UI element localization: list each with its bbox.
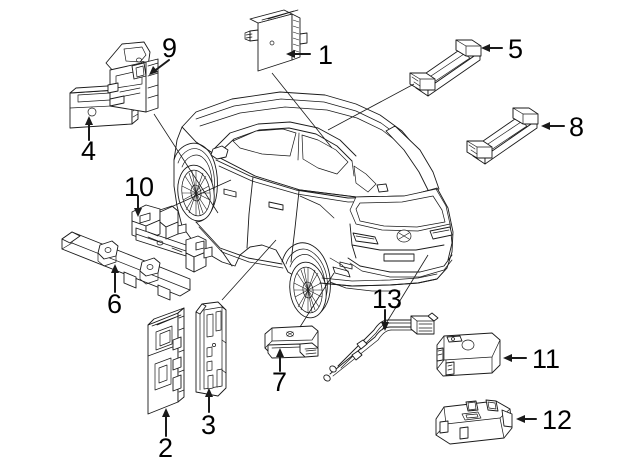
callout-1: 1 [286,40,333,70]
callout-3: 3 [201,388,216,440]
leader-lines [153,72,429,331]
callout-10: 10 [124,172,154,217]
callout-6: 6 [107,264,122,319]
callout-number-4: 4 [81,136,96,166]
part-5-antenna-strip-upper [409,39,482,97]
callout-number-5: 5 [508,34,523,64]
callout-12: 12 [516,405,572,435]
part-2-door-control-unit [147,307,185,415]
part-13-antenna-wiring-harness [323,312,439,382]
callout-7: 7 [272,348,287,397]
callout-number-6: 6 [107,289,122,319]
callout-13: 13 [372,284,402,331]
part-7-relay-unit [264,325,319,359]
callout-number-12: 12 [542,405,572,435]
vehicle-illustration [173,91,454,319]
part-8-antenna-strip-lower [466,107,539,165]
callout-number-7: 7 [272,367,287,397]
part-10-support-frame [131,204,213,273]
callout-number-8: 8 [569,112,584,142]
callout-number-3: 3 [201,410,216,440]
callout-11: 11 [503,344,560,374]
callout-9: 9 [149,33,177,75]
callout-number-2: 2 [158,433,173,463]
part-1-control-module [244,9,308,72]
part-11-junction-box [436,332,501,377]
part-9-bracket-assembly [105,41,159,113]
callout-2: 2 [158,408,173,463]
part-3-module-bracket [195,301,227,397]
callout-number-13: 13 [372,284,402,314]
callout-8: 8 [541,112,584,142]
callout-5: 5 [481,34,523,64]
callout-number-9: 9 [162,33,177,63]
part-12-junction-box-cover [435,399,513,445]
callout-number-1: 1 [318,40,333,70]
callout-number-11: 11 [532,344,560,374]
part-6-mounting-rail [61,231,191,301]
callout-4: 4 [81,116,96,166]
callout-number-10: 10 [124,172,154,202]
